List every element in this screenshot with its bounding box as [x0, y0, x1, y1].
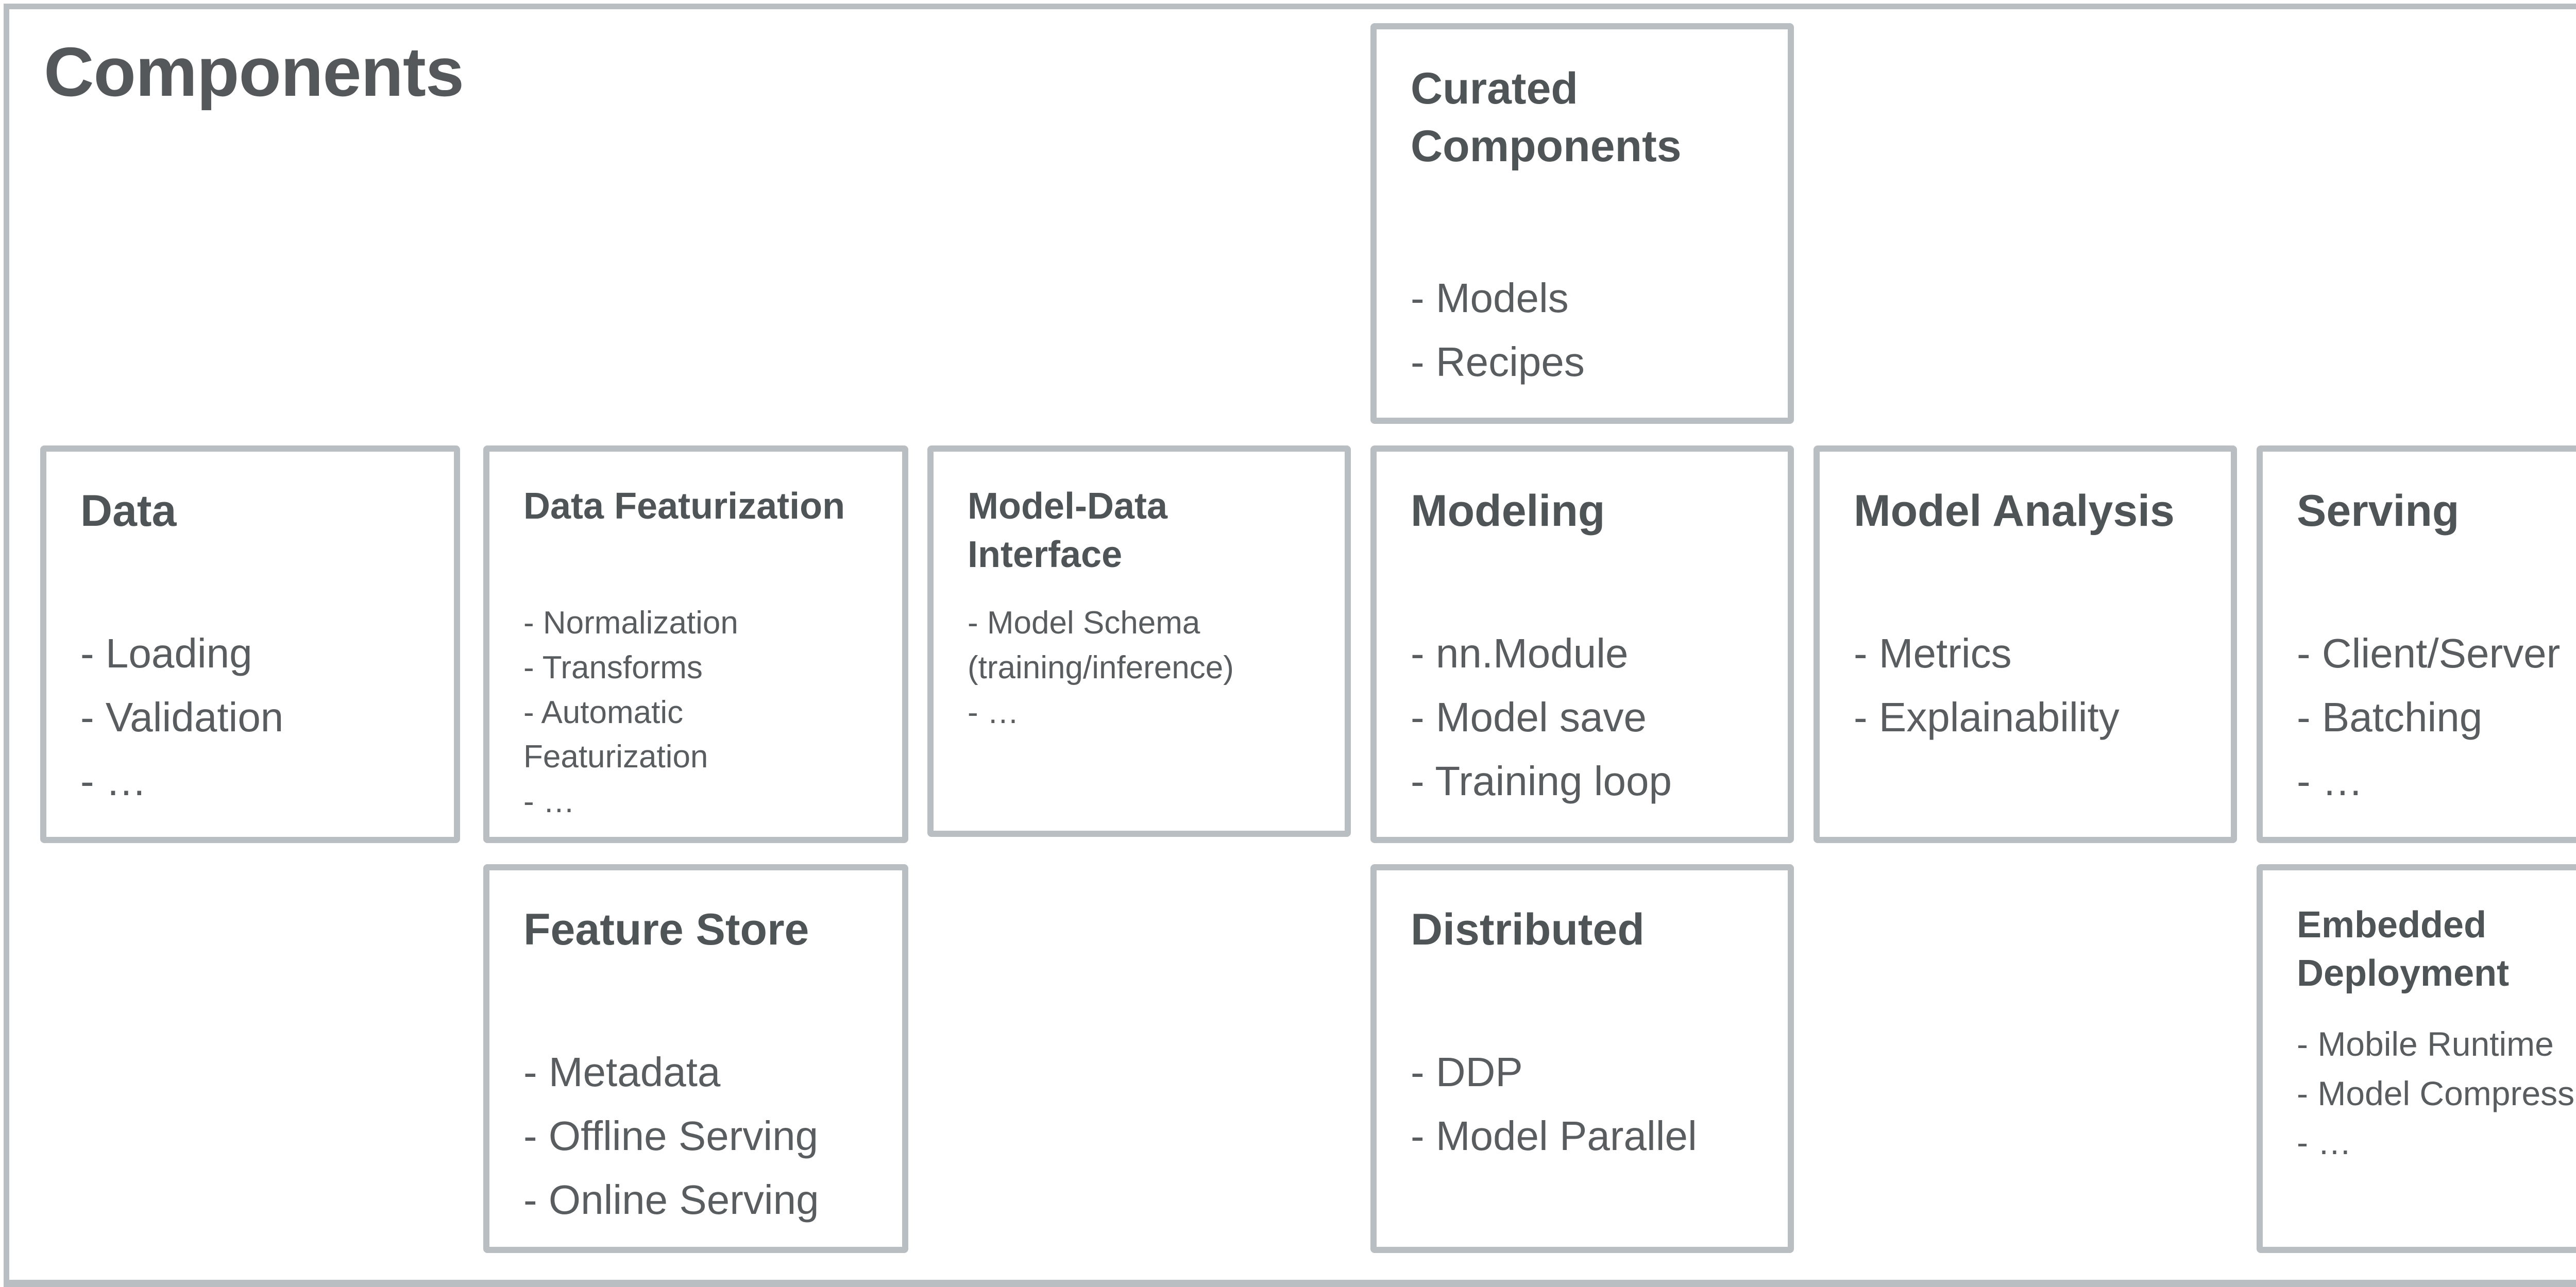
list-item: - Validation: [80, 694, 284, 740]
box-feature-store-items: - Metadata - Offline Serving - Online Se…: [523, 1040, 868, 1232]
list-item: - Transforms: [523, 649, 703, 685]
list-item: - Online Serving: [523, 1177, 819, 1223]
list-item: - Metrics: [1854, 630, 2012, 676]
box-model-analysis-title: Model Analysis: [1854, 486, 2175, 536]
list-item: - Client/Server: [2297, 630, 2561, 676]
list-item: - Mobile Runtime: [2297, 1025, 2554, 1063]
list-item: - Recipes: [1411, 339, 1585, 385]
box-data: Data - Loading - Validation - …: [40, 445, 460, 843]
box-curated-components-items: - Models - Recipes: [1411, 266, 1754, 394]
list-item: - …: [2297, 758, 2363, 804]
list-item: - DDP: [1411, 1049, 1523, 1095]
box-model-analysis-items: - Metrics - Explainability: [1854, 622, 2197, 749]
list-item: - …: [2297, 1123, 2352, 1162]
list-item: - Model save: [1411, 694, 1647, 740]
box-distributed: Distributed - DDP - Model Parallel: [1370, 864, 1794, 1253]
list-item: - Training loop: [1411, 758, 1672, 804]
list-item: - Explainability: [1854, 694, 2120, 740]
list-item: - Loading: [80, 630, 252, 676]
box-data-featurization-title: Data Featurization: [523, 486, 845, 527]
box-modeling-title: Modeling: [1411, 486, 1605, 536]
box-data-items: - Loading - Validation - …: [80, 622, 420, 813]
box-model-data-interface-title: Model-Data Interface: [968, 486, 1168, 575]
box-serving-items: - Client/Server - Batching - …: [2297, 622, 2576, 813]
list-item: - …: [80, 758, 147, 804]
box-data-title: Data: [80, 486, 177, 536]
list-item: - Automatic Featurization: [523, 694, 708, 775]
box-data-featurization-items: - Normalization - Transforms - Automatic…: [523, 601, 868, 825]
box-curated-components: Curated Components - Models - Recipes: [1370, 23, 1794, 424]
box-embedded-deployment-items: - Mobile Runtime - Model Compression - …: [2297, 1020, 2576, 1168]
list-item: - Model Compression: [2297, 1074, 2576, 1112]
box-data-featurization: Data Featurization - Normalization - Tra…: [483, 445, 908, 843]
box-distributed-items: - DDP - Model Parallel: [1411, 1040, 1754, 1168]
list-item: - Metadata: [523, 1049, 721, 1095]
box-feature-store: Feature Store - Metadata - Offline Servi…: [483, 864, 908, 1253]
box-serving: Serving - Client/Server - Batching - …: [2257, 445, 2576, 843]
list-item: - Model Schema (training/inference): [968, 605, 1234, 685]
box-distributed-title: Distributed: [1411, 905, 1645, 954]
list-item: - Model Parallel: [1411, 1113, 1697, 1159]
page-title: Components: [44, 33, 464, 111]
box-feature-store-title: Feature Store: [523, 905, 809, 954]
box-embedded-deployment: Embedded Deployment - Mobile Runtime - M…: [2257, 864, 2576, 1253]
list-item: - nn.Module: [1411, 630, 1629, 676]
box-modeling: Modeling - nn.Module - Model save - Trai…: [1370, 445, 1794, 843]
list-item: - …: [523, 784, 575, 820]
box-embedded-deployment-title: Embedded Deployment: [2297, 904, 2510, 994]
box-model-data-interface: Model-Data Interface - Model Schema (tra…: [927, 445, 1351, 837]
box-model-data-interface-items: - Model Schema (training/inference) - …: [968, 601, 1311, 735]
box-modeling-items: - nn.Module - Model save - Training loop: [1411, 622, 1754, 813]
box-serving-title: Serving: [2297, 486, 2460, 536]
list-item: - Offline Serving: [523, 1113, 819, 1159]
list-item: - Models: [1411, 275, 1569, 321]
list-item: - Batching: [2297, 694, 2483, 740]
list-item: - …: [968, 694, 1019, 730]
box-curated-components-title: Curated Components: [1411, 64, 1682, 171]
list-item: - Normalization: [523, 605, 738, 641]
box-model-analysis: Model Analysis - Metrics - Explainabilit…: [1814, 445, 2237, 843]
